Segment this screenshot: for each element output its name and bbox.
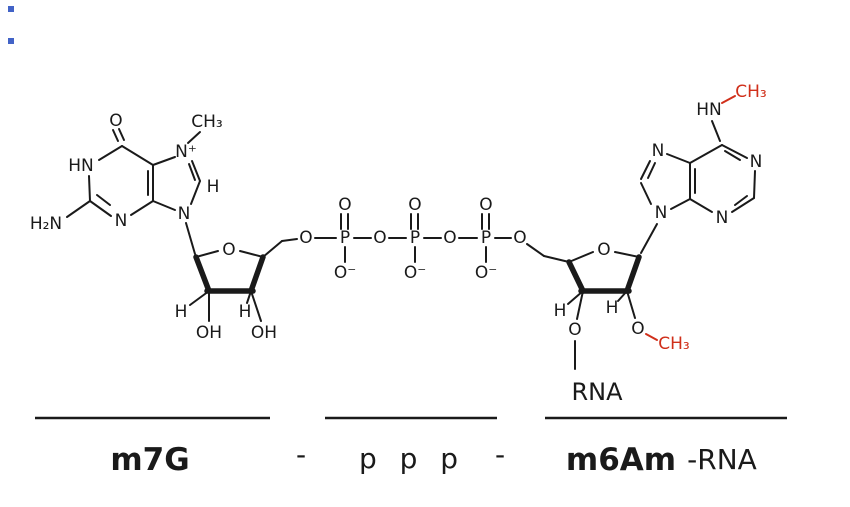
guanine-o6-label: O xyxy=(109,111,122,131)
ribose-left-ring-o-label: O xyxy=(222,240,235,260)
phosphate-o5-right-label: O xyxy=(513,228,526,248)
adenine-atom-labels: N N N N HN CH₃ xyxy=(652,82,767,228)
phosphate-alpha-p-label: P xyxy=(340,228,350,248)
rna-chain-label: RNA xyxy=(571,378,623,406)
bullet-dot xyxy=(8,38,14,44)
ribose-right-c3-o-label: O xyxy=(568,320,581,340)
adenine-n9-label: N xyxy=(655,203,668,223)
triphosphate-atom-labels: P O O⁻ O P O O⁻ O P O O⁻ O xyxy=(334,195,527,283)
phosphate-gamma-o-minus-label: O⁻ xyxy=(475,263,497,283)
phosphate-bridge-o-label: O xyxy=(443,228,456,248)
caption-dash-right: - xyxy=(495,438,505,471)
adenine-n1-label: N xyxy=(750,152,763,172)
phosphate-bridge-o-label: O xyxy=(373,228,386,248)
caption-m6am: m6Am xyxy=(566,442,676,478)
ribose-right-c2-h-label: H xyxy=(606,298,619,318)
ribose-left-c3-h-label: H xyxy=(239,302,252,322)
phosphate-alpha-o-double-label: O xyxy=(338,195,351,215)
ribose-left-bonds xyxy=(189,238,298,322)
ribose-left-c2-oh-label: OH xyxy=(196,323,222,343)
page-bullet-dots xyxy=(8,6,14,44)
caption-ppp: p p p xyxy=(359,442,465,475)
caption-labels: m7G - p p p - m6Am -RNA xyxy=(110,438,757,478)
ribose-right-c3-h-label: H xyxy=(554,301,567,321)
guanine-n3-label: N xyxy=(115,211,128,231)
ribose-right-atom-labels: O H O H O CH₃ RNA xyxy=(554,240,690,406)
ribose-right-c2-o-label: O xyxy=(631,319,644,339)
caption-rna-suffix: -RNA xyxy=(687,443,757,476)
guanine-n7-label: N⁺ xyxy=(175,142,197,162)
ribose-left-o5-label: O xyxy=(299,228,312,248)
adenine-ring-bonds xyxy=(640,95,756,213)
caption-m7g: m7G xyxy=(110,442,189,478)
ribose-right-ring-o-label: O xyxy=(597,240,610,260)
triphosphate-bonds xyxy=(314,213,545,263)
guanine-ring-bonds xyxy=(66,128,201,255)
ribose-right-o2-methyl-label: CH₃ xyxy=(658,334,689,354)
guanine-n1-label: HN xyxy=(68,156,94,176)
guanine-atom-labels: O HN H₂N N N⁺ CH₃ H N xyxy=(30,111,223,234)
phosphate-beta-p-label: P xyxy=(410,228,420,248)
caption-dash-left: - xyxy=(296,438,306,471)
phosphate-gamma-o-double-label: O xyxy=(479,195,492,215)
adenine-n3-label: N xyxy=(716,208,729,228)
phosphate-alpha-o-minus-label: O⁻ xyxy=(334,263,356,283)
ribose-left-c3-oh-label: OH xyxy=(251,323,277,343)
ribose-left-atom-labels: O H OH H OH O xyxy=(175,228,313,343)
guanine-n9-label: N xyxy=(178,204,191,224)
guanine-n7-methyl-label: CH₃ xyxy=(191,112,222,132)
ribose-left-c1-h-label: H xyxy=(175,302,188,322)
adenine-n7-label: N xyxy=(652,141,665,161)
phosphate-gamma-p-label: P xyxy=(481,228,491,248)
adenine-n6-hn-label: HN xyxy=(696,100,722,120)
ribose-right-bonds xyxy=(543,223,658,370)
bullet-dot xyxy=(8,6,14,12)
phosphate-beta-o-minus-label: O⁻ xyxy=(404,263,426,283)
adenine-n6-methyl-label: CH₃ xyxy=(735,82,766,102)
phosphate-beta-o-double-label: O xyxy=(408,195,421,215)
guanine-amine-label: H₂N xyxy=(30,214,62,234)
guanine-c8-h-label: H xyxy=(207,177,220,197)
